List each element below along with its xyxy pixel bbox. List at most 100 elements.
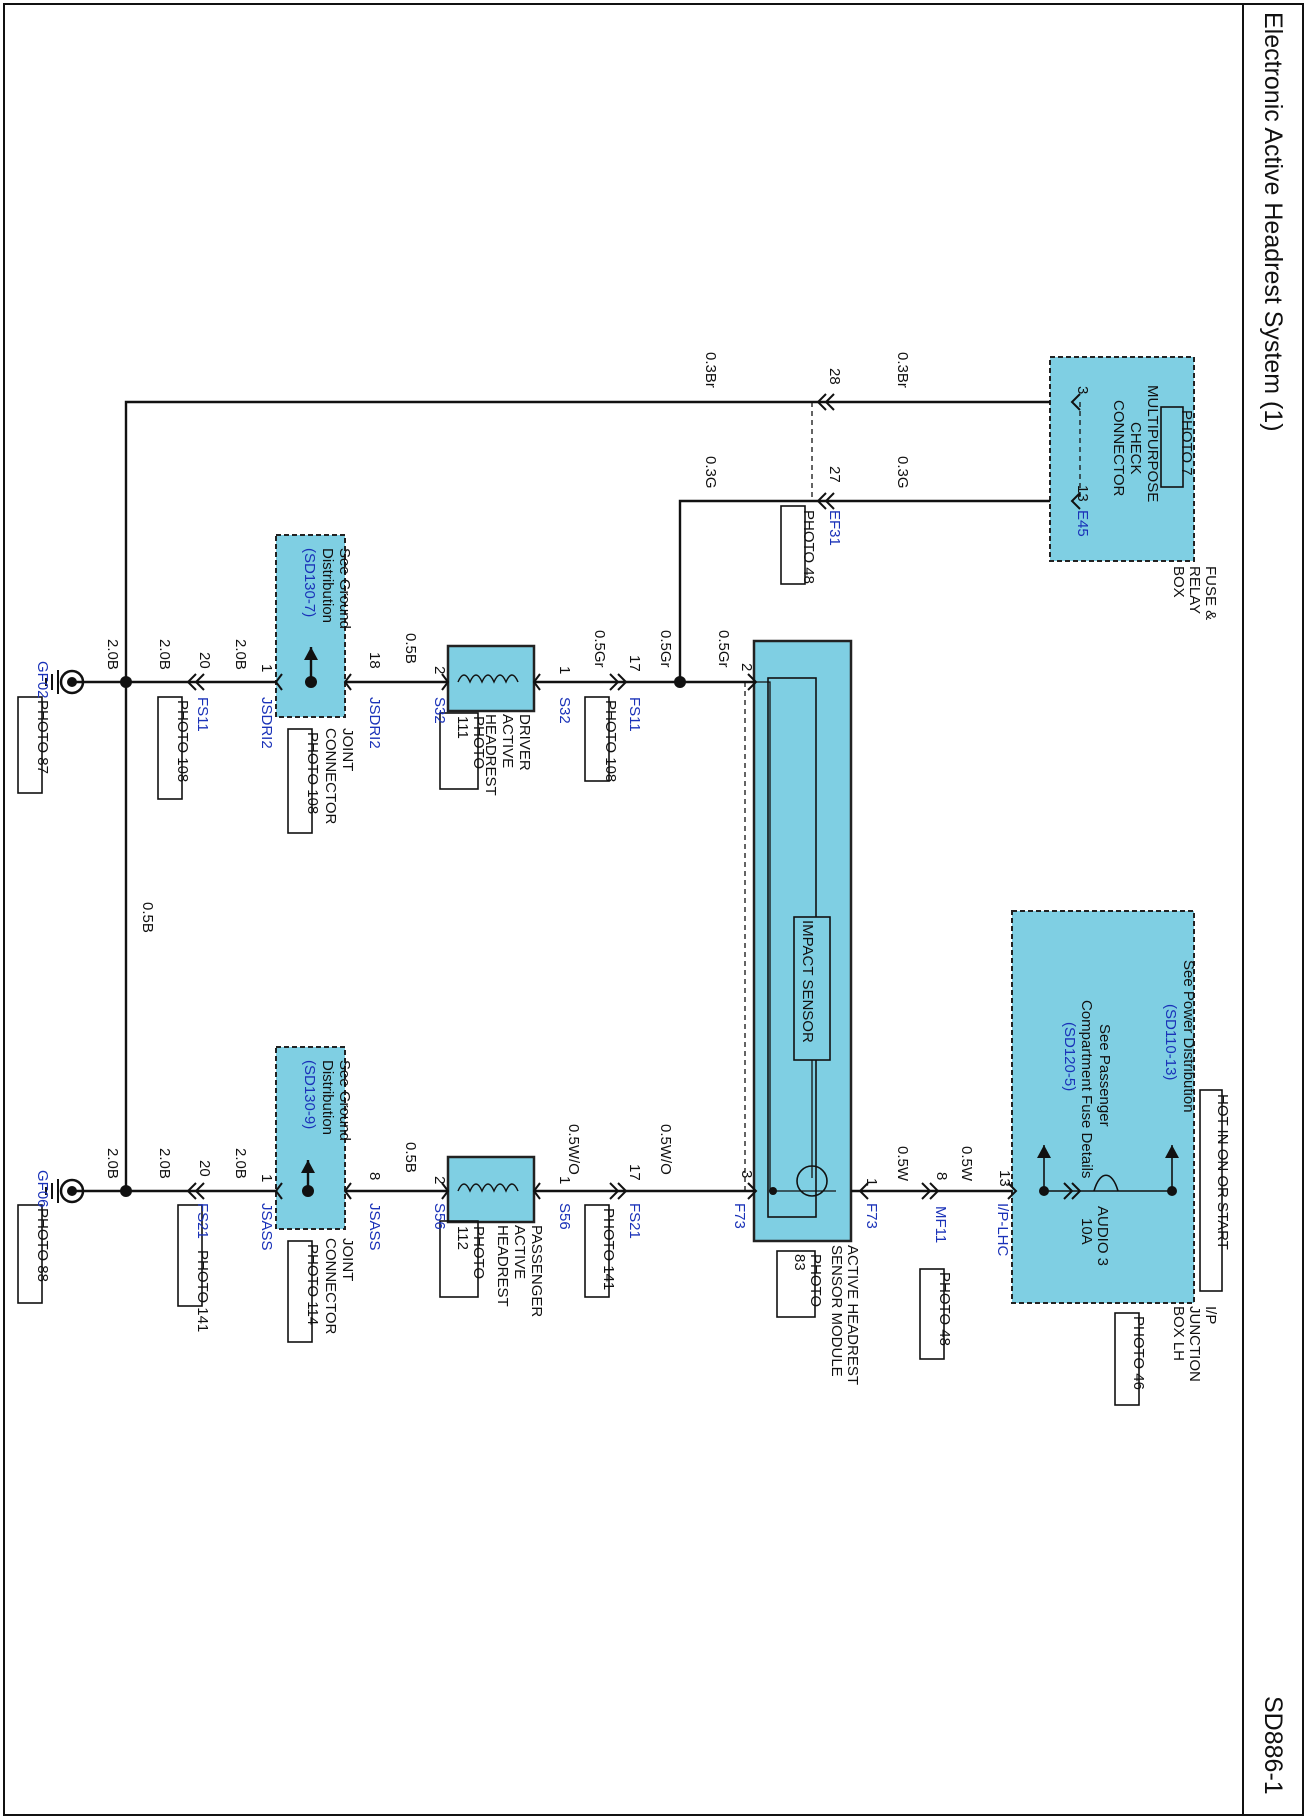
passenger-ground-ref-2: Distribution — [319, 1060, 336, 1135]
fuse-relay-box — [1049, 356, 1195, 562]
driver-joint-name-2: CONNECTOR — [322, 728, 339, 825]
relay-box-name-1: FUSE & — [1202, 566, 1219, 620]
fuse-name-1: AUDIO 3 — [1094, 1206, 1111, 1266]
fuse-ref-2: Compartment Fuse Details — [1078, 1000, 1095, 1178]
relay-box-name-3: BOX — [1170, 566, 1187, 598]
passenger-s-pin-in: 1 — [556, 1176, 573, 1184]
driver-fs-pin: 17 — [626, 655, 643, 672]
driver-joint-out: JSDRI2 — [258, 697, 275, 749]
passenger-fs-connector: FS21 — [626, 1203, 643, 1239]
passenger-joint-photo: PHOTO 114 — [304, 1244, 321, 1325]
mf11-photo: PHOTO 48 — [936, 1272, 953, 1346]
impact-sensor-label: IMPACT SENSOR — [799, 920, 816, 1043]
power-condition-label: HOT IN ON OR START — [1214, 1094, 1231, 1250]
ef31-connector-label: EF31 — [826, 510, 843, 546]
ip-box-name-3: BOX LH — [1170, 1306, 1187, 1361]
passenger-ground-photo: PHOTO 88 — [34, 1208, 51, 1282]
wire-label-2-0b-c: 2.0B — [104, 639, 121, 670]
driver-joint-arrow — [304, 647, 318, 660]
connector-chevrons — [186, 393, 1082, 1200]
driver-s-in: S32 — [556, 697, 573, 724]
driver-name-3: HEADREST — [482, 714, 499, 796]
driver-ground-label: GF02 — [34, 661, 51, 699]
e45-pin-3: 3 — [1074, 386, 1091, 394]
passenger-ground-fs-pin: 20 — [196, 1160, 213, 1177]
impact-sensor-box — [793, 916, 831, 1061]
driver-s-out: S32 — [431, 697, 448, 724]
module-internal-wire — [754, 681, 790, 1192]
check-label: CHECK — [1127, 422, 1144, 475]
ef31-photo: PHOTO 48 — [800, 510, 817, 584]
passenger-coil-winding — [457, 1183, 519, 1193]
fuse-ref-3: (SD120-5) — [1061, 1022, 1078, 1091]
page-id: SD886-1 — [1259, 1696, 1287, 1795]
driver-joint-in-pin: 18 — [366, 652, 383, 669]
wire-0-3br — [124, 400, 1050, 1191]
passenger-joint-out: JSASS — [258, 1203, 275, 1251]
page-frame — [3, 3, 1304, 1816]
ip-junction-dot-a — [1039, 1186, 1049, 1196]
module-name-1: ACTIVE HEADREST — [844, 1245, 861, 1385]
passenger-ground-ref-3: (SD130-9) — [301, 1060, 318, 1129]
ip-junction-dot-b — [1167, 1186, 1177, 1196]
driver-ground-ref-2: Distribution — [319, 548, 336, 623]
module-junction-dot — [769, 1187, 777, 1195]
ip-box-photo: PHOTO 46 — [1130, 1316, 1147, 1390]
module-pin-1: 1 — [863, 1178, 880, 1186]
wire-label-2-0b-d: 2.0B — [232, 1148, 249, 1179]
driver-headrest-coil — [446, 644, 536, 713]
ground-symbol-gf06 — [45, 1178, 85, 1204]
passenger-joint-name-1: JOINT — [339, 1238, 356, 1281]
wire-label-2-0b-a: 2.0B — [232, 639, 249, 670]
ip-box-name-1: I/P — [1202, 1306, 1219, 1324]
driver-joint-out-pin: 1 — [258, 664, 275, 672]
passenger-joint-name-2: CONNECTOR — [322, 1238, 339, 1335]
driver-ground-fs-pin: 20 — [196, 652, 213, 669]
driver-joint-dot — [305, 676, 317, 688]
wire-label-0-5w-a: 0.5W — [894, 1146, 911, 1182]
fuse-symbol — [1093, 1174, 1119, 1192]
passenger-joint-dot — [302, 1185, 314, 1197]
mf11-pin: 8 — [933, 1172, 950, 1180]
module-pin-2: 2 — [738, 663, 755, 671]
wire-label-0-5w-b: 0.5W — [958, 1146, 975, 1182]
driver-ground-ref-3: (SD130-7) — [301, 548, 318, 617]
wire-label-0-3br-a: 0.3Br — [894, 352, 911, 388]
e45-connector-label: E45 — [1074, 510, 1091, 537]
passenger-photo-1: PHOTO — [470, 1226, 487, 1279]
driver-joint-photo: PHOTO 108 — [304, 732, 321, 814]
ip-arrow-power-ref — [1165, 1145, 1179, 1158]
passenger-ground-fs-photo-visible: PHOTO 141 — [194, 1250, 211, 1332]
wire-label-0-3g-a: 0.3G — [894, 456, 911, 489]
driver-ground-photo: PHOTO 87 — [34, 700, 51, 774]
passenger-joint-arrow — [301, 1160, 315, 1173]
driver-s-pin-out: 2 — [431, 666, 448, 674]
passenger-joint-in: JSASS — [366, 1203, 383, 1251]
driver-coil-winding — [457, 674, 519, 684]
mf11-connector: MF11 — [932, 1206, 949, 1243]
driver-photo-2: 111 — [454, 716, 471, 739]
driver-joint-name-1: JOINT — [339, 728, 356, 771]
passenger-name-1: PASSENGER — [528, 1225, 545, 1317]
relay-box-photo: PHOTO 7 — [1178, 410, 1195, 476]
wire-label-0-3g-b: 0.3G — [702, 456, 719, 489]
driver-photo-1: PHOTO — [470, 716, 487, 769]
passenger-s-out: S56 — [431, 1203, 448, 1230]
passenger-name-2: ACTIVE — [511, 1225, 528, 1279]
connector-label: CONNECTOR — [1110, 400, 1127, 497]
wire-0-3g — [678, 499, 1050, 682]
e45-pin-13: 13 — [1074, 485, 1091, 502]
driver-fs-photo: PHOTO 108 — [602, 700, 619, 782]
driver-ground-ref-1: See Ground — [336, 548, 353, 629]
module-name-2: SENSOR MODULE — [828, 1245, 845, 1377]
driver-joint-in: JSDRI2 — [366, 697, 383, 749]
wire-label-2-0b-b: 2.0B — [156, 639, 173, 670]
multipurpose-label: MULTIPURPOSE — [1144, 385, 1161, 502]
wire-label-0-5b-b: 0.5B — [402, 1142, 419, 1173]
wire-label-0-5b-a: 0.5B — [402, 633, 419, 664]
driver-name-1: DRIVER — [516, 714, 533, 771]
wire-label-0-5gr-a: 0.5Gr — [715, 630, 732, 668]
relay-box-name-2: RELAY — [1186, 566, 1203, 614]
ip-junction-box — [1011, 910, 1195, 1304]
